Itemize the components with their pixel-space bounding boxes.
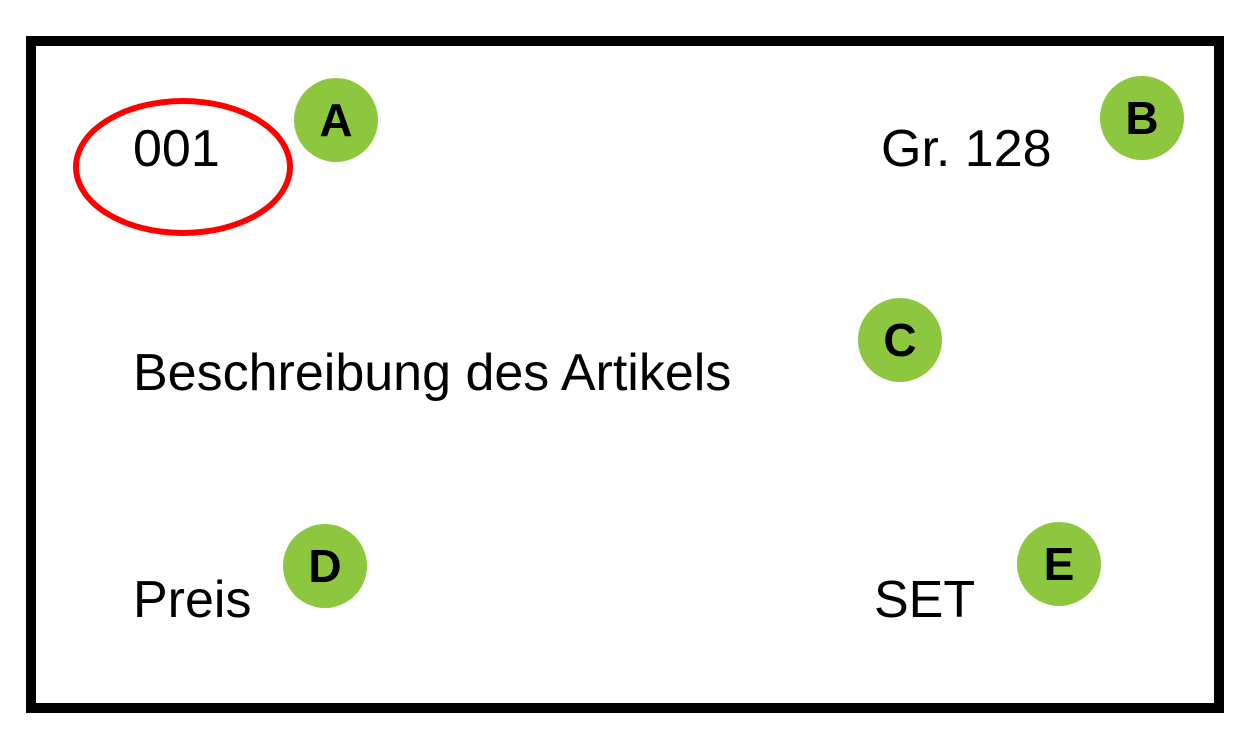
marker-e: E bbox=[1017, 522, 1101, 606]
price-field: Preis bbox=[133, 571, 252, 629]
marker-d: D bbox=[283, 524, 367, 608]
set-field: SET bbox=[874, 571, 976, 629]
highlight-ellipse bbox=[73, 98, 293, 236]
description-field: Beschreibung des Artikels bbox=[133, 344, 732, 402]
marker-c: C bbox=[858, 298, 942, 382]
marker-b: B bbox=[1100, 76, 1184, 160]
group-field: Gr. 128 bbox=[881, 120, 1052, 178]
article-number-field: 001 bbox=[133, 120, 220, 178]
marker-a: A bbox=[294, 78, 378, 162]
